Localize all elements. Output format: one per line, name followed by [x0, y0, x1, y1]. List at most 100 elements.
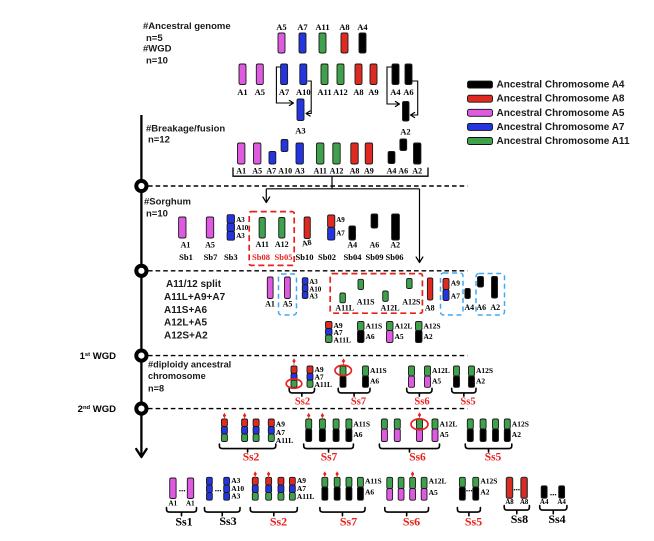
label-bottom-ss6-a12l: A12L: [429, 477, 447, 486]
bar-bottom-ss7-1-seg1: [321, 476, 329, 488]
label-ss4-a4-1: A4: [540, 498, 549, 506]
bar-split-a1: [266, 276, 274, 299]
bar-ss3-1-seg1: [206, 476, 213, 486]
legend-swatch-a8: [467, 94, 493, 103]
label-diploidy-ss5-a2: A2: [476, 377, 485, 386]
bar-ss1-2: [186, 477, 195, 499]
bar-sorghum-a1-seg1: [178, 216, 187, 239]
header-ancestral-genome: #Ancestral genome: [143, 21, 231, 32]
bar-bottom-ss6-4: [420, 476, 428, 501]
bar-sorghum-a11: [258, 217, 266, 239]
label-fusedrow-c2-a11s: A11S: [366, 322, 383, 331]
label-sorghum-sb02-a9: A9: [336, 216, 345, 224]
label-fusedrow-c3-a12l: A12L: [395, 322, 413, 331]
label-wgd2-ss2-a9: A9: [276, 420, 285, 429]
bar-diploidy-ss7-2-seg2: [362, 375, 369, 388]
bar-wgd2-ss5-4-seg2: [503, 428, 511, 442]
bar-diploidy-ss2-2-seg1: [306, 365, 314, 374]
label-sorghum-a5: A5: [205, 241, 215, 250]
bar-sorghum-sb02-seg1: [327, 214, 336, 228]
bar-fusedrow-c1: [325, 321, 333, 343]
bar-split-a8-seg1: [426, 277, 434, 301]
bar-split-a11l-seg1: [339, 292, 346, 304]
bar-sorghum-a12-seg1: [278, 217, 286, 239]
bar-diploidy-ss5-2-seg1: [468, 365, 475, 377]
label-split-a5: A5: [283, 300, 293, 309]
label-split-a7: A7: [451, 292, 460, 301]
label-split-sb3-a10-291.3: A10: [309, 285, 322, 293]
label-ss3-a3-498.4: A3: [231, 491, 240, 500]
bar-bottom-ss6-1-seg2: [386, 488, 394, 501]
legend-label-a4: Ancestral Chromosome A4: [497, 80, 625, 91]
bar-row2-a8: [354, 63, 363, 85]
legend-swatch-a4: [467, 80, 493, 89]
bar-bottom-ss5-1: [458, 476, 466, 501]
label-row2-a8: A8: [353, 87, 363, 97]
bar-sorghum-a2-seg1: [391, 213, 400, 241]
bar-row3-a1: [237, 142, 246, 165]
bar-split-a11l: [339, 292, 346, 304]
label-sorghum-sb3-a3-238.0: A3: [236, 232, 245, 240]
label-ss1-a1-1: A1: [169, 500, 178, 508]
bar-bottom-ss5-2: [472, 476, 480, 501]
label-fusedrow-c1-a11l: A11L: [334, 335, 352, 344]
bar-ss4-2-seg1: [558, 485, 566, 499]
bar-fusedrow-c3-seg1: [386, 321, 394, 331]
bar-bottom-ss6-3: [409, 476, 416, 501]
bar-wgd2-ss7-3-seg2: [332, 428, 340, 442]
bar-row1-a4: [358, 32, 367, 54]
label-diploidy-ss2-a7: A7: [315, 373, 324, 382]
bar-split-a9a7: [442, 278, 450, 301]
brace-ss3: [203, 506, 241, 517]
label-row3-a6: A6: [398, 167, 408, 176]
star-diploidy-ss7: [341, 358, 346, 364]
timeline-node-second-wgd: [134, 401, 149, 416]
bar-sorghum-sb3: [226, 214, 235, 241]
bar-bottom-ss5-1-seg2: [458, 486, 466, 501]
bar-wgd2-ss6-4-seg2: [431, 428, 439, 442]
label-sorghum-a1: A1: [181, 241, 191, 250]
label-row2-a6: A6: [403, 87, 413, 97]
bar-row3-a12: [332, 142, 341, 165]
bar-row1-a7: [298, 32, 307, 54]
bar-fusedrow-c2: [357, 321, 365, 343]
label-diploidy-ss2-a9: A9: [315, 365, 324, 374]
label-wgd2-ss7-a11s: A11S: [353, 420, 370, 429]
bar-ss3-1: [206, 476, 213, 501]
connector-a6-to-a2: [410, 80, 419, 116]
label-bottom-ss5-a2: A2: [480, 488, 489, 497]
bar-wgd2-ss2-3-seg2: [252, 426, 260, 435]
label-wgd2-ss2-a11l: A11L: [276, 436, 294, 445]
label-bottom-ss2-a9: A9: [297, 476, 306, 485]
label-split-sb3-a3-298.5: A3: [309, 293, 318, 301]
split-note-line4: A12L+A5: [164, 318, 208, 329]
label-split-a6: A6: [476, 303, 486, 312]
bar-bottom-ss7-4-seg1: [357, 476, 364, 488]
bar-row1-a5: [277, 32, 286, 54]
bar-row3-a12-seg1: [332, 142, 341, 165]
label-sorghum-a6: A6: [370, 241, 380, 250]
star-wgd2-ss7-1: [307, 412, 311, 419]
bar-diploidy-ss5-2: [468, 365, 475, 388]
bar-wgd2-ss2-1: [220, 418, 228, 442]
brace-wgd2-ss5: [464, 443, 513, 453]
bar-bottom-ss6-3-seg1: [409, 476, 416, 489]
label-row3-a9: A9: [364, 167, 374, 176]
bar-wgd2-ss6-1-seg1: [380, 418, 388, 430]
legend-label-a5: Ancestral Chromosome A5: [497, 108, 625, 119]
label-ss4-a4-2: A4: [557, 498, 566, 506]
label-split-a11s: A11S: [357, 298, 375, 307]
bar-bottom-ss2-3-seg2: [277, 484, 285, 494]
bar-split-a12l-seg1: [382, 290, 389, 302]
bar-wgd2-ss7-3-seg1: [332, 418, 340, 430]
bar-row3-a9: [364, 142, 374, 165]
star-wgd2-ss6-3: [417, 412, 422, 418]
header-sorghum-n10: n=10: [146, 209, 168, 220]
bar-bottom-ss2-1: [251, 476, 259, 501]
bar-wgd2-ss2-4-seg3: [267, 433, 275, 442]
label-diploidy-ss5: Ss5: [460, 397, 475, 408]
label-sorghum-sb3-a10-230.0: A10: [236, 224, 249, 232]
bar-wgd2-ss6-4: [431, 418, 439, 442]
split-red-dashed-box: [329, 272, 424, 315]
